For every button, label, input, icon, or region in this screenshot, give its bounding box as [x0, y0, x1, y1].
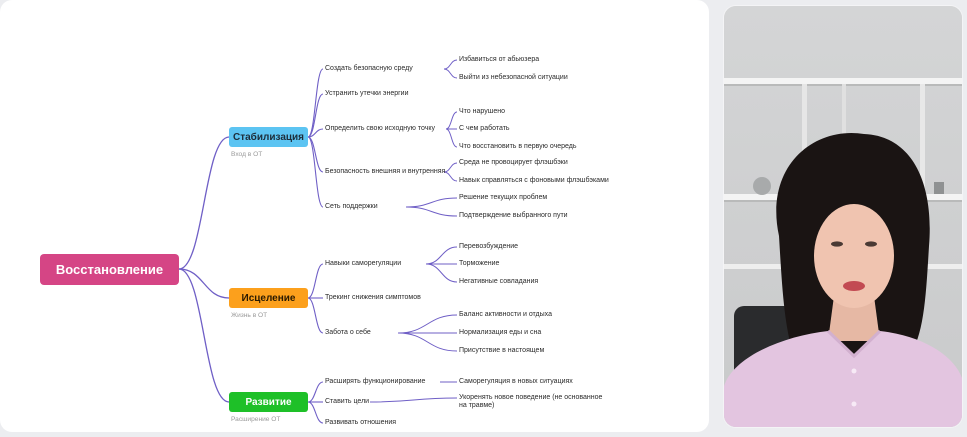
- mindmap-connectors: [178, 59, 458, 424]
- presenter-video-icon: [724, 6, 962, 427]
- connector-line: [178, 136, 230, 270]
- connector-line: [397, 332, 458, 352]
- connector-line: [445, 111, 458, 130]
- mindmap-slide: Восстановление Стабилизация Вход в ОТ Ис…: [0, 0, 709, 432]
- connector-line: [307, 128, 324, 138]
- mindmap-leaf: С чем работать: [459, 125, 510, 132]
- mindmap-leaf: Присутствие в настоящем: [459, 347, 545, 354]
- branch-healing-subtitle: Жизнь в ОТ: [231, 312, 268, 319]
- mindmap-item: Устранить утечки энергии: [325, 90, 409, 97]
- connector-line: [369, 397, 458, 403]
- branch-stabilization-subtitle: Вход в ОТ: [231, 151, 263, 158]
- connector-line: [178, 268, 230, 403]
- connector-line: [443, 68, 458, 79]
- connector-line: [307, 136, 324, 208]
- mindmap-item: Навыки саморегуляции: [325, 260, 402, 267]
- mindmap-leaf: Избавиться от абьюзера: [459, 56, 540, 63]
- mindmap-item: Сеть поддержки: [325, 203, 378, 210]
- connector-line: [307, 136, 324, 173]
- connector-line: [443, 59, 458, 70]
- mindmap-leaf: Решение текущих проблем: [459, 194, 548, 201]
- connector-line: [307, 297, 324, 334]
- mindmap-leaf: Негативные совладания: [459, 278, 539, 285]
- connector-line: [397, 314, 458, 334]
- mindmap-item: Ставить цели: [325, 398, 370, 405]
- mindmap-item: Развивать отношения: [325, 419, 397, 426]
- branch-stabilization: Стабилизация: [229, 127, 308, 147]
- branch-development-subtitle: Расширение ОТ: [231, 416, 281, 423]
- mindmap-item: Трекинг снижения симптомов: [325, 294, 421, 301]
- connector-line: [443, 171, 458, 182]
- mindmap-leaf: Подтверждение выбранного пути: [459, 212, 568, 219]
- mindmap-leaf: Укоренять новое поведение (не основанное…: [459, 394, 603, 409]
- connector-line: [405, 197, 458, 208]
- mindmap-root-node: Восстановление: [40, 254, 179, 285]
- connector-line: [178, 268, 230, 299]
- connector-line: [425, 263, 458, 283]
- mindmap-leaf: Торможение: [459, 260, 500, 267]
- connector-line: [445, 128, 458, 148]
- connector-line: [405, 206, 458, 217]
- mindmap-item: Определить свою исходную точку: [325, 125, 436, 132]
- mindmap-leaf: Навык справляться с фоновыми флэшбэками: [459, 177, 609, 184]
- connector-line: [307, 68, 324, 138]
- mindmap-leaf: Перевозбуждение: [459, 243, 519, 250]
- connector-line: [307, 263, 324, 299]
- mindmap-leaf: Что восстановить в первую очередь: [459, 143, 577, 150]
- connector-line: [425, 246, 458, 265]
- mindmap-leaf: Нормализация еды и сна: [459, 329, 542, 336]
- mindmap-leaf: Баланс активности и отдыха: [459, 311, 552, 318]
- mindmap-leaf: Саморегуляция в новых ситуациях: [459, 378, 573, 385]
- mindmap-item: Расширять функционирование: [325, 378, 426, 385]
- connector-line: [307, 381, 324, 403]
- connector-line: [443, 162, 458, 173]
- connector-line: [307, 93, 324, 138]
- branch-development: Развитие: [229, 392, 308, 412]
- presenter-webcam: [724, 6, 962, 427]
- mindmap-leaf: Что нарушено: [459, 108, 505, 115]
- connector-line: [307, 401, 324, 424]
- mindmap-item: Безопасность внешняя и внутренняя: [325, 168, 446, 175]
- mindmap-item: Создать безопасную среду: [325, 65, 413, 72]
- branch-healing: Исцеление: [229, 288, 308, 308]
- mindmap-item: Забота о себе: [325, 329, 371, 336]
- mindmap-leaf: Выйти из небезопасной ситуации: [459, 74, 568, 81]
- mindmap-leaf: Среда не провоцирует флэшбэки: [459, 159, 568, 166]
